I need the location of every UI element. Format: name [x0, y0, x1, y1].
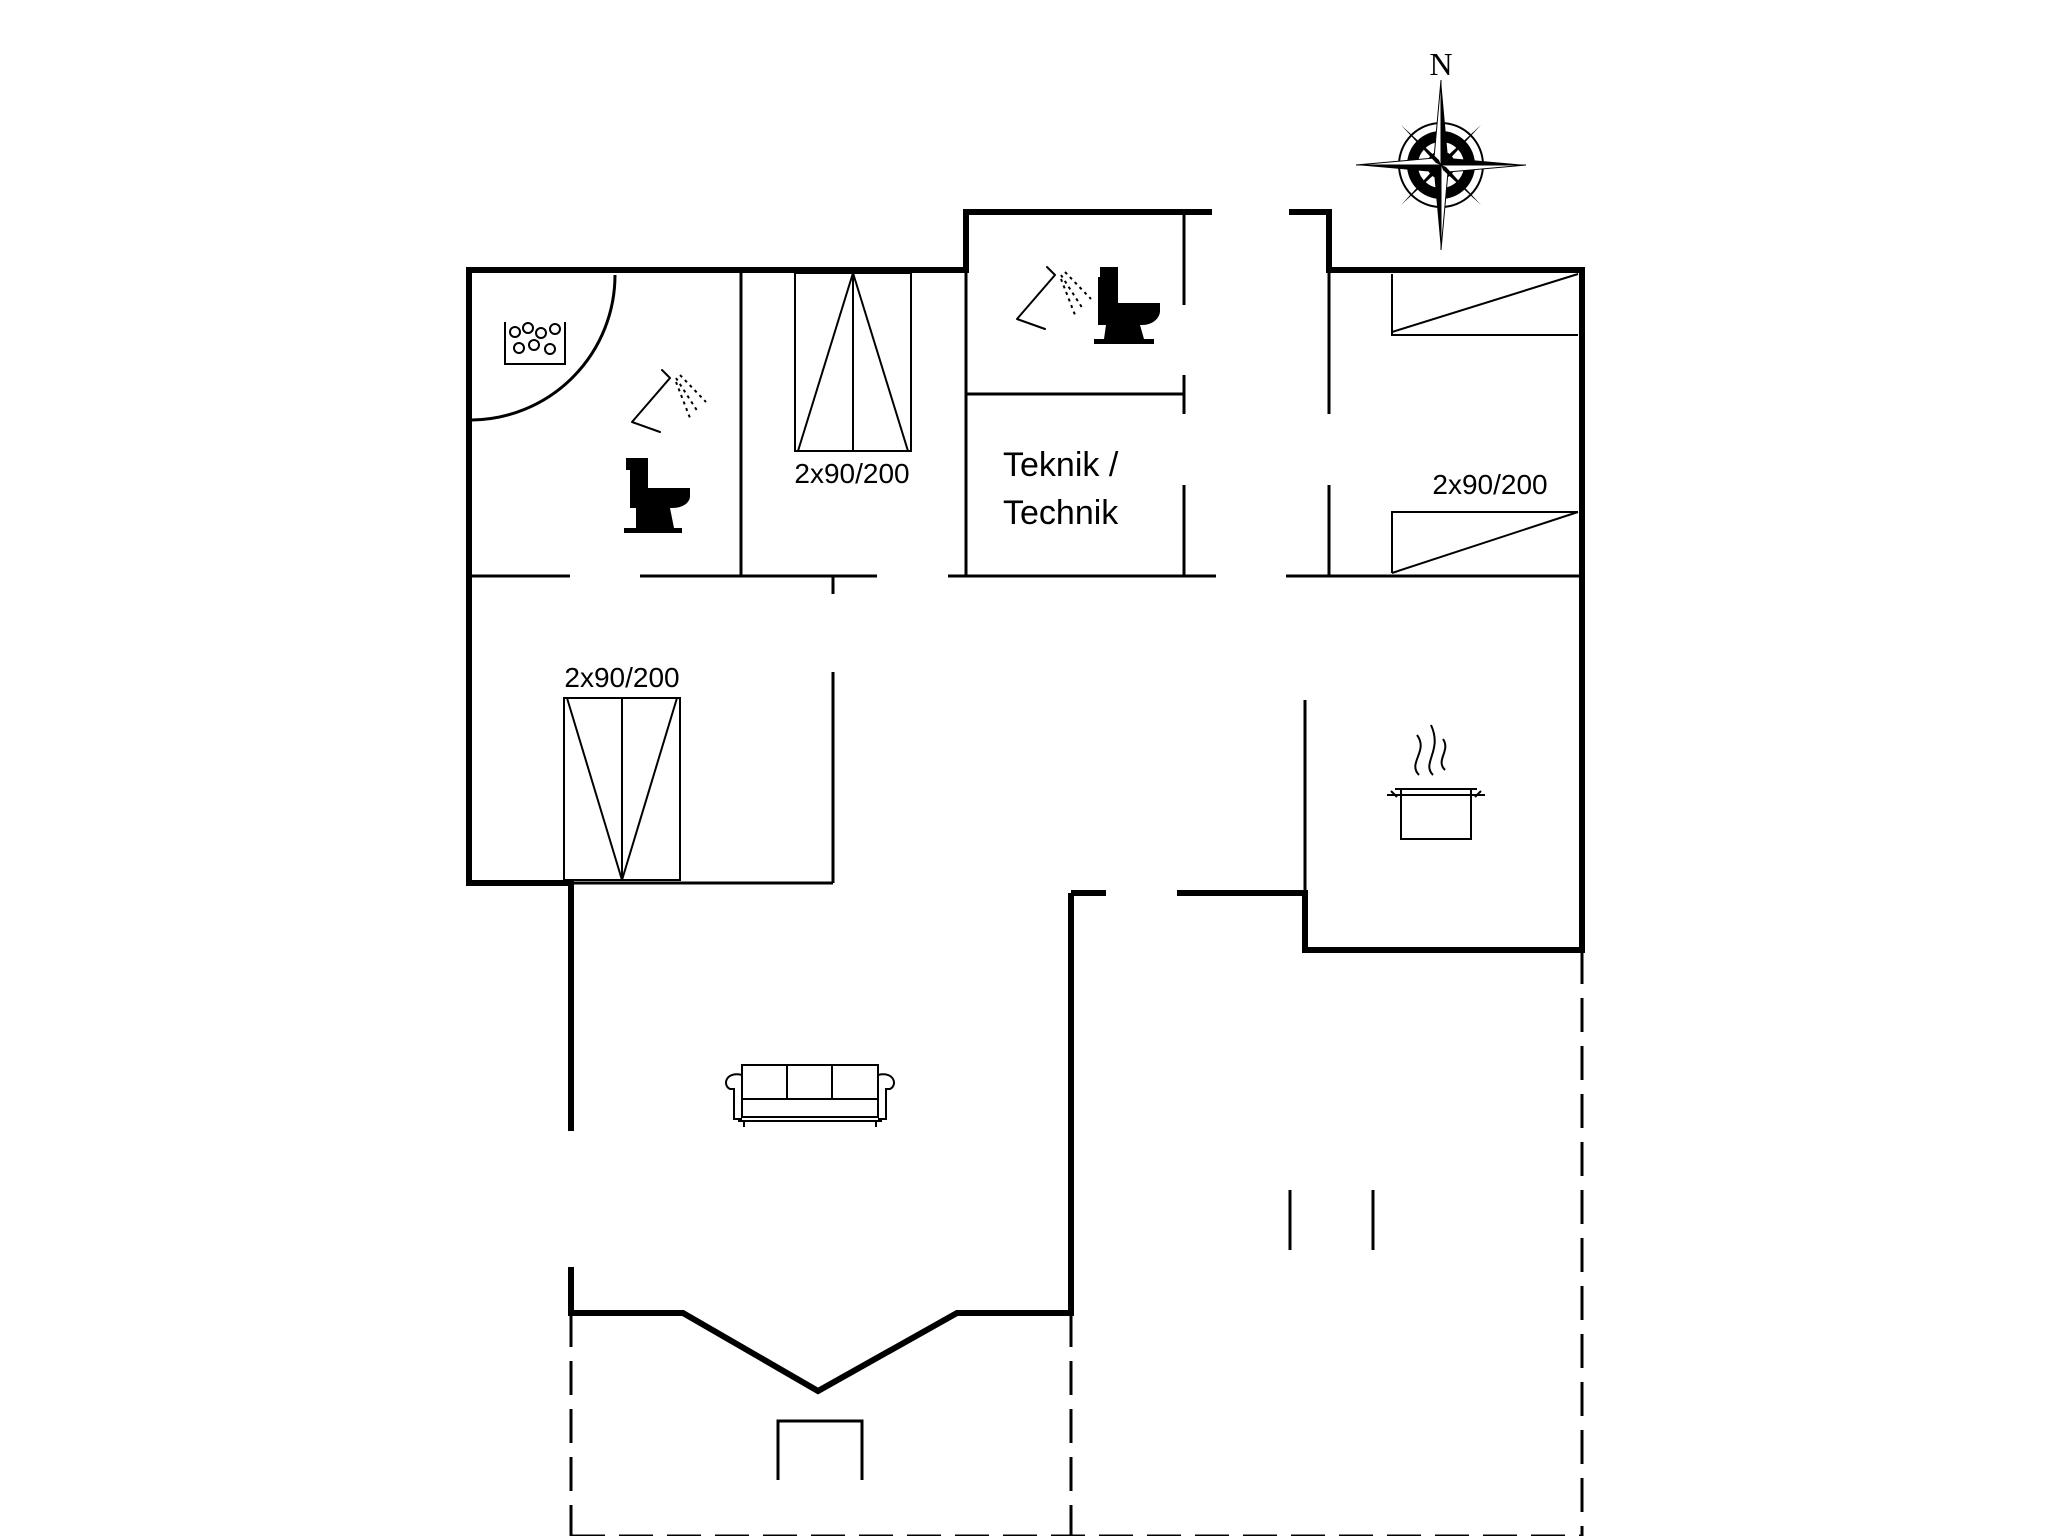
compass-rose-icon	[1355, 79, 1527, 251]
interior-walls	[470, 212, 1582, 1250]
technik-label-line2: Technik	[1003, 494, 1119, 532]
bed	[1391, 273, 1579, 336]
bed	[794, 272, 912, 452]
kitchen-pot-icon	[1387, 724, 1485, 840]
sofa-icon	[725, 1064, 895, 1127]
fireplace	[776, 1419, 864, 1480]
north-label: N	[1429, 46, 1452, 82]
whirlpool-icon	[504, 322, 566, 365]
shower-icon	[631, 369, 707, 433]
toilet-icon	[1094, 267, 1160, 344]
terrace-outline	[569, 950, 1584, 1536]
technik-label-line1: Teknik /	[1003, 446, 1119, 484]
bed-size-label: 2x90/200	[1432, 469, 1547, 500]
bed-size-label: 2x90/200	[564, 662, 679, 693]
shower-icon	[1016, 266, 1092, 330]
exterior-walls	[466, 209, 1585, 1395]
corner-spa-arc	[471, 274, 617, 422]
bed	[563, 697, 681, 881]
bed	[1391, 511, 1579, 574]
bed-size-label: 2x90/200	[794, 458, 909, 489]
toilet-icon	[624, 458, 690, 533]
